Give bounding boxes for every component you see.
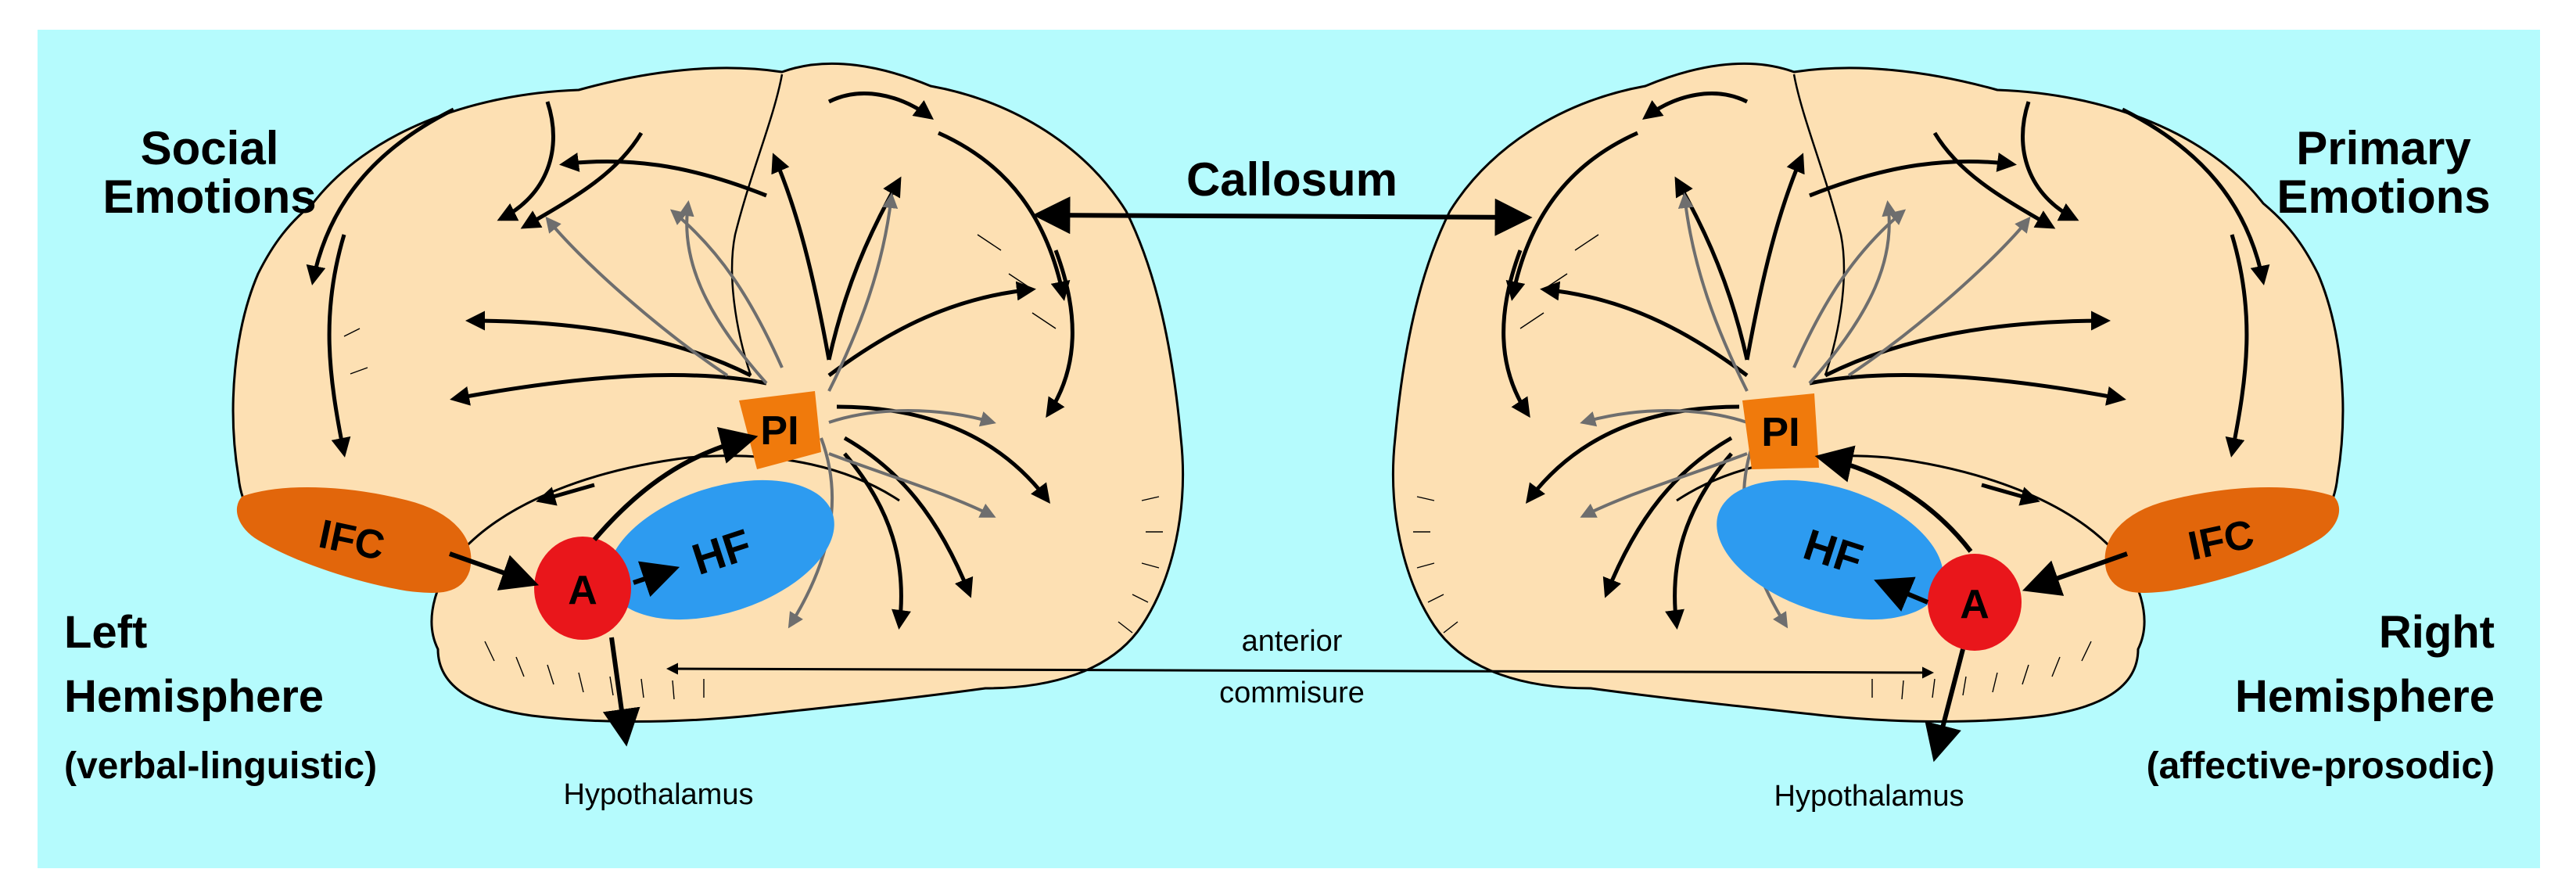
right-hemisphere-label-line3: (affective-prosodic): [2147, 745, 2495, 787]
right-central-sulcus: [1792, 74, 1846, 376]
primary-emotions-label-line1: Primary: [2296, 122, 2471, 174]
right-hemisphere-label-line2: Hemisphere: [2235, 671, 2495, 722]
callosum-label: Callosum: [1186, 153, 1397, 206]
right-ifc-region: [2104, 487, 2340, 593]
right-temporal-fold: [1676, 454, 2116, 553]
left-hemisphere-label-line3: (verbal-linguistic): [64, 745, 377, 787]
left-amygdala-region: [534, 537, 631, 640]
social-emotions-label-line1: Social: [141, 122, 279, 174]
left-central-sulcus: [730, 74, 784, 376]
right-grey-arrows: [1580, 192, 2031, 629]
right-hypothalamus-label: Hypothalamus: [1774, 780, 1964, 813]
left-connection-arrows: [306, 92, 1075, 630]
left-hemisphere-label-line1: Left: [64, 607, 147, 658]
left-ifc-region: [236, 487, 472, 593]
right-amygdala-region: [1928, 554, 2022, 651]
right-texture: [1413, 234, 2092, 700]
left-pi-label: PI: [760, 408, 798, 454]
anterior-commisure-label-line1: anterior: [1242, 625, 1343, 658]
social-emotions-label-line2: Emotions: [102, 171, 316, 223]
right-amygdala-label: A: [1960, 582, 1989, 627]
left-hemisphere-label-line2: Hemisphere: [64, 671, 324, 722]
left-pi-region: [739, 391, 821, 469]
region-arrows: [449, 427, 2128, 763]
left-amygdala-label: A: [568, 568, 597, 613]
left-hypothalamus-label: Hypothalamus: [564, 778, 754, 811]
anterior-commisure-arrow: [666, 662, 1934, 679]
left-temporal-fold: [460, 454, 900, 553]
primary-emotions-label-line2: Emotions: [2276, 171, 2490, 223]
right-connection-arrows: [1501, 92, 2270, 630]
right-pi-region: [1742, 393, 1819, 469]
anterior-commisure-label-line2: commisure: [1219, 677, 1365, 709]
right-pi-label: PI: [1761, 410, 1799, 455]
right-hemisphere-label-line1: Right: [2379, 607, 2495, 658]
callosum-arrow: [1032, 196, 1533, 236]
